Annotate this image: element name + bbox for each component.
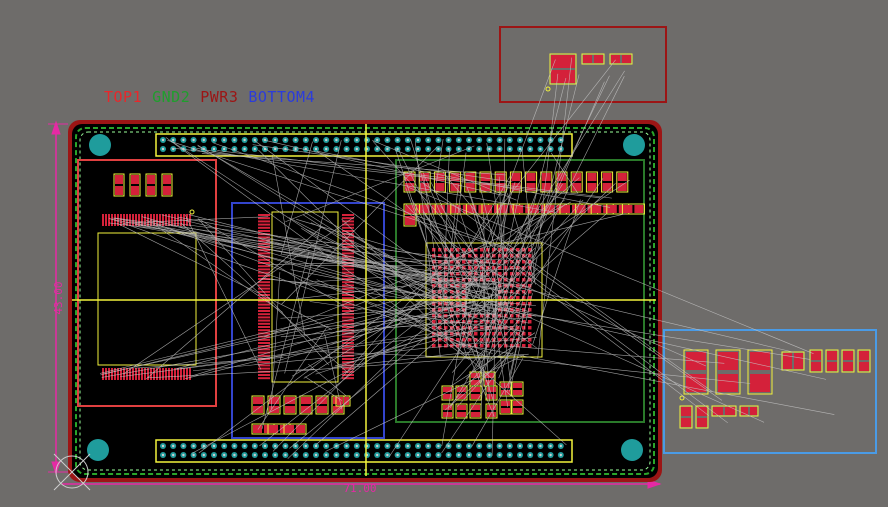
bottom-header-connector[interactable] (155, 439, 573, 463)
mounting-holes (87, 134, 645, 461)
center-memory-chip[interactable] (251, 211, 354, 435)
offboard-parts-top[interactable] (545, 53, 633, 92)
width-dimension-label: 71.00 (343, 482, 376, 495)
height-dimension-label: 43.00 (52, 281, 65, 314)
layer-top1-label[interactable]: TOP1 (104, 88, 143, 106)
crosshair-cursor (72, 124, 656, 476)
layer-bottom4-label[interactable]: BOTTOM4 (248, 88, 316, 106)
room-regions (77, 26, 877, 454)
layer-pwr3-label[interactable]: PWR3 (200, 88, 239, 106)
ratsnest-lines (99, 57, 835, 459)
layer-legend: TOP1 GND2 PWR3 BOTTOM4 (104, 88, 315, 106)
layer-gnd2-label[interactable]: GND2 (152, 88, 191, 106)
origin-marker (53, 453, 91, 491)
dimension-markers (48, 120, 662, 489)
